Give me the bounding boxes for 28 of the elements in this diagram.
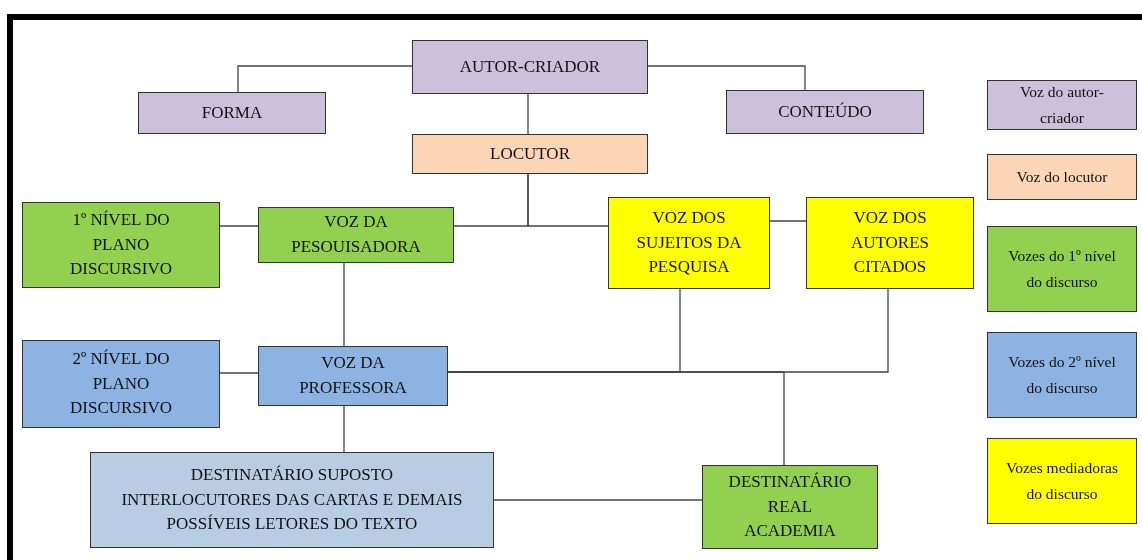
connector-line bbox=[447, 371, 785, 466]
legend-swatch: Voz do autor-criador bbox=[987, 80, 1137, 130]
connector-line bbox=[219, 225, 259, 227]
connector-line bbox=[769, 220, 807, 222]
legend-swatch: Vozes do 1º nível do discurso bbox=[987, 226, 1137, 312]
legend-swatch: Voz do locutor bbox=[987, 154, 1137, 200]
process-box: VOZ DA PROFESSORA bbox=[258, 346, 448, 406]
connector-line bbox=[527, 93, 529, 135]
process-box: AUTOR-CRIADOR bbox=[412, 40, 648, 94]
connector-line bbox=[527, 173, 609, 227]
connector-line bbox=[647, 65, 806, 91]
process-box: 2º NÍVEL DO PLANO DISCURSIVO bbox=[22, 340, 220, 428]
process-box: LOCUTOR bbox=[412, 134, 648, 174]
connector-line bbox=[343, 405, 345, 453]
process-box: DESTINATÁRIO REAL ACADEMIA bbox=[702, 465, 878, 549]
process-box: CONTEÚDO bbox=[726, 90, 924, 134]
process-box: VOZ DOS SUJEITOS DA PESQUISA bbox=[608, 197, 770, 289]
process-box: VOZ DOS AUTORES CITADOS bbox=[806, 197, 974, 289]
process-box: VOZ DA PESOUISADORA bbox=[258, 207, 454, 263]
connector-line bbox=[493, 499, 703, 501]
process-box: 1º NÍVEL DO PLANO DISCURSIVO bbox=[22, 202, 220, 288]
connector-line bbox=[343, 262, 345, 347]
connector-line bbox=[237, 65, 413, 93]
legend-swatch: Vozes mediadoras do discurso bbox=[987, 438, 1137, 524]
legend-swatch: Vozes do 2º nível do discurso bbox=[987, 332, 1137, 418]
process-box: FORMA bbox=[138, 92, 326, 134]
process-box: DESTINATÁRIO SUPOSTO INTERLOCUTORES DAS CARTAS E DEMAIS POSSÍVEIS LETORES DO TEXTO bbox=[90, 452, 494, 548]
connector-line bbox=[219, 372, 259, 374]
